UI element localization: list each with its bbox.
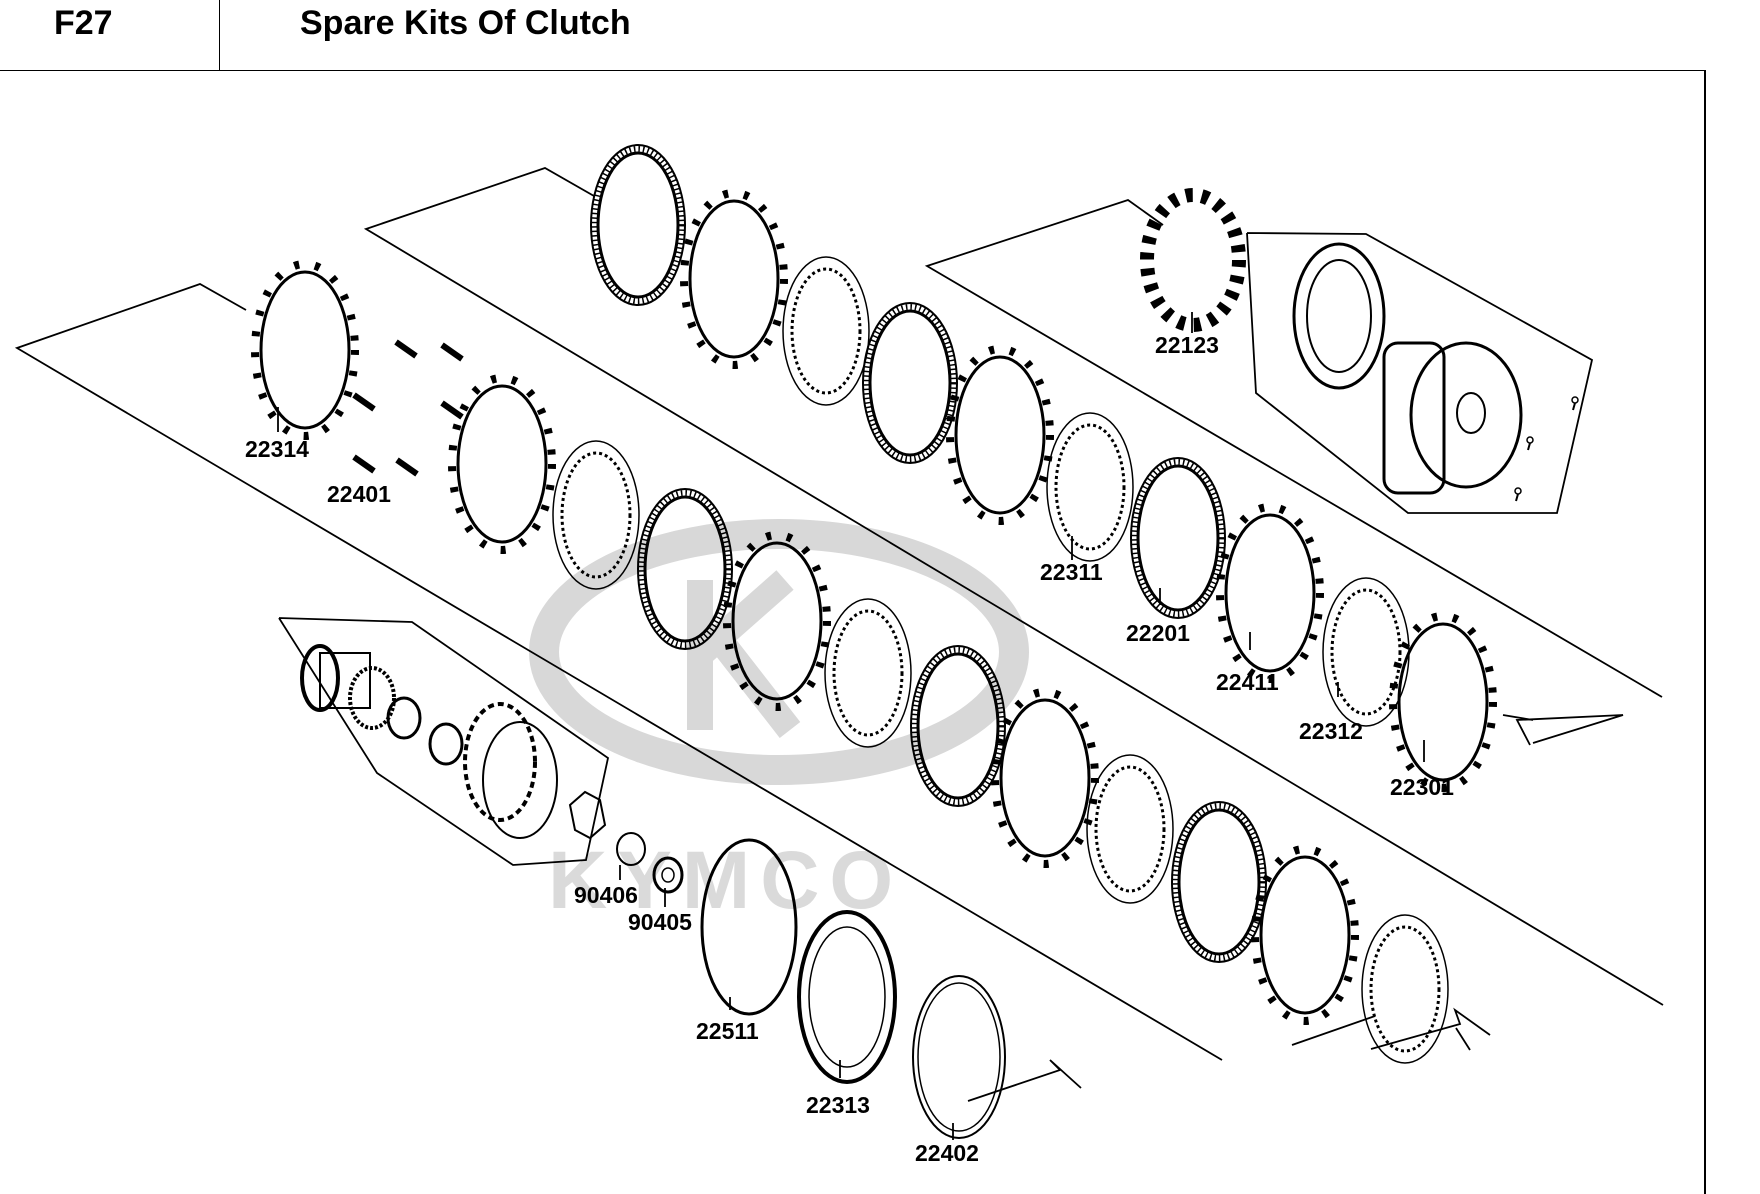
- frame-border: [1704, 70, 1706, 1194]
- callout-22401: 22401: [327, 481, 391, 507]
- pins-and-rollers: [354, 188, 1246, 474]
- callout-22301: 22301: [1390, 774, 1454, 800]
- callout-90405: 90405: [628, 909, 692, 935]
- clutch-hub: [300, 644, 607, 840]
- callout-22411: 22411: [1216, 669, 1279, 695]
- figure-code: F27: [54, 4, 113, 42]
- callout-90406: 90406: [574, 882, 638, 908]
- callout-22311: 22311: [1040, 559, 1103, 585]
- watermark-logo: KYMCO: [529, 519, 1029, 926]
- part-callouts: 22123 22314 22401 22311 22201 22411 2231…: [245, 332, 1454, 1166]
- clutch-discs: [255, 145, 1493, 1139]
- clutch-housing: [1292, 242, 1579, 502]
- callout-22312: 22312: [1299, 718, 1363, 744]
- callout-22402: 22402: [915, 1140, 979, 1166]
- callout-22313: 22313: [806, 1092, 870, 1118]
- page-title: Spare Kits Of Clutch: [300, 4, 631, 42]
- callout-22201: 22201: [1126, 620, 1190, 646]
- page-header: F27 Spare Kits Of Clutch: [0, 0, 1705, 71]
- figure-code-cell: F27: [0, 0, 220, 70]
- callout-22314: 22314: [245, 436, 309, 462]
- leader-lines: [277, 312, 1425, 1140]
- watermark-text: KYMCO: [548, 835, 903, 926]
- assembly-outline: [14, 167, 1664, 1102]
- callout-22511: 22511: [696, 1018, 759, 1044]
- callout-22123: 22123: [1155, 332, 1219, 358]
